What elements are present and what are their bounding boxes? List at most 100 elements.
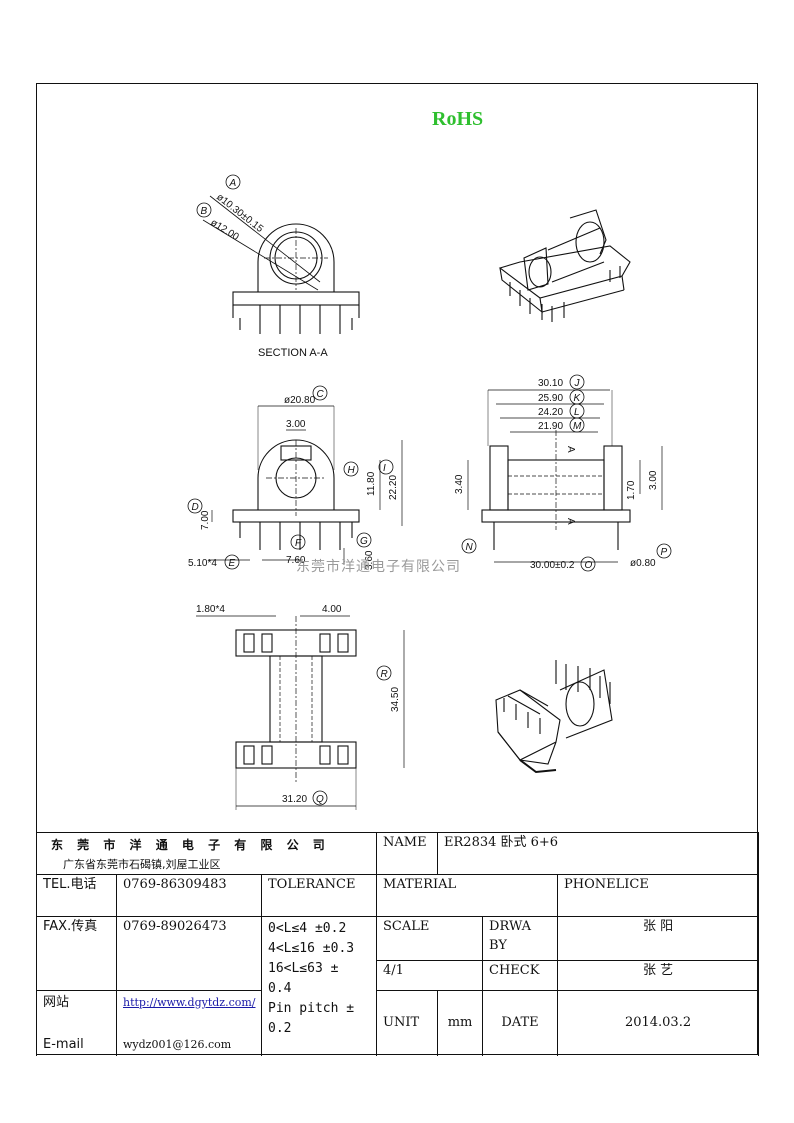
tol-line-6: 0.2 xyxy=(268,1021,292,1036)
title-block: 东 莞 市 洋 通 电 子 有 限 公 司 广东省东莞市石碣镇,刘屋工业区 NA… xyxy=(35,832,760,1055)
drawn-label-2: BY xyxy=(489,938,507,953)
section-label: SECTION A-A xyxy=(258,347,328,359)
dim-h11: 11.80 xyxy=(366,471,377,496)
dim-len25: 25.90 xyxy=(538,393,563,404)
callout-i xyxy=(378,459,394,475)
section-view xyxy=(202,195,360,334)
web-email-values: http://www.dgytdz.com/ wydz001@126.com xyxy=(116,990,262,1055)
tol-line-5: Pin pitch ± xyxy=(268,1001,355,1016)
callout-p xyxy=(656,543,672,559)
email-label: E-mail xyxy=(43,1037,84,1052)
dim-len24: 24.20 xyxy=(538,407,563,418)
callout-d-label: D xyxy=(192,502,199,513)
web-label: 网站 xyxy=(43,995,70,1010)
tolerance-values: 0<L≤4 ±0.2 4<L≤16 ±0.3 16<L≤63 ± 0.4 Pin… xyxy=(260,916,378,1055)
callout-q-label: Q xyxy=(316,794,324,805)
dim-top3120: 31.20 xyxy=(282,794,307,805)
callout-p-label: P xyxy=(661,547,668,558)
top-view xyxy=(196,615,405,810)
dim-top3450: 34.50 xyxy=(390,687,401,712)
callout-c xyxy=(312,385,328,401)
scale-value: 4/1 xyxy=(376,960,484,991)
tol-line-2: 4<L≤16 ±0.3 xyxy=(268,941,355,956)
dim-h22: 22.20 xyxy=(388,475,399,500)
callout-m xyxy=(569,417,585,433)
company-address: 广东省东莞市石碣镇,刘屋工业区 xyxy=(63,858,221,871)
tol-line-4: 0.4 xyxy=(268,981,292,996)
dim-base: 7.00 xyxy=(200,510,211,530)
rohs-mark: RoHS xyxy=(432,108,484,130)
drawing-frame xyxy=(36,83,758,1055)
front-view xyxy=(208,405,403,564)
dim-top400: 4.00 xyxy=(322,604,342,615)
fax-value: 0769-89026473 xyxy=(116,916,262,991)
iso-view-2 xyxy=(495,660,613,774)
callout-n xyxy=(461,538,477,554)
dim-side340: 3.40 xyxy=(454,474,465,494)
dim-slot: 3.00 xyxy=(286,419,306,430)
callout-k-label: K xyxy=(574,393,582,404)
name-value: ER2834 卧式 6+6 xyxy=(437,832,760,875)
callout-o-label: O xyxy=(585,560,593,571)
callout-d xyxy=(187,498,203,514)
fax-label: FAX.传真 xyxy=(36,916,117,991)
dim-span: 30.00±0.2 xyxy=(530,560,575,571)
dim-len21: 21.90 xyxy=(538,421,563,432)
unit-label: UNIT xyxy=(376,990,439,1055)
dim-pitch: 7.60 xyxy=(286,555,306,566)
company-cell: 东 莞 市 洋 通 电 子 有 限 公 司 广东省东莞市石碣镇,刘屋工业区 xyxy=(35,832,378,875)
sec-mark-top: A xyxy=(565,446,576,453)
check-label: CHECK xyxy=(482,960,559,991)
dim-side300: 3.00 xyxy=(648,470,659,490)
technical-drawing: A B ø10.30±0.15 ø12.00 SECTION A-A xyxy=(187,174,672,810)
callout-q xyxy=(312,790,328,806)
dim-c: ø20.80 xyxy=(284,395,316,406)
drawn-value: 张 阳 xyxy=(557,916,760,961)
callout-m-label: M xyxy=(573,421,582,432)
callout-h xyxy=(343,461,359,477)
check-value: 张 艺 xyxy=(557,960,760,991)
date-value: 2014.03.2 xyxy=(557,990,760,1055)
callout-a xyxy=(225,174,241,190)
callout-b-label: B xyxy=(201,206,208,217)
tol-line-3: 16<L≤63 ± xyxy=(268,961,339,976)
callout-h-label: H xyxy=(348,465,356,476)
dim-pinlen: 3.60 xyxy=(364,550,375,570)
email-value: wydz001@126.com xyxy=(123,1038,232,1051)
callout-r-label: R xyxy=(381,669,388,680)
callout-b xyxy=(196,202,212,218)
dim-top180: 1.80*4 xyxy=(196,604,225,615)
callout-n-label: N xyxy=(466,542,474,553)
tel-value: 0769-86309483 xyxy=(116,874,262,917)
tel-label: TEL.电话 xyxy=(36,874,117,917)
scale-label: SCALE xyxy=(376,916,484,961)
drawn-label-1: DRWA xyxy=(489,919,532,934)
material-label: MATERIAL xyxy=(376,874,559,917)
dim-b: ø12.00 xyxy=(208,217,241,243)
callout-j xyxy=(569,374,585,390)
website-link[interactable]: http://www.dgytdz.com/ xyxy=(123,996,256,1009)
phonelice-label: PHONELICE xyxy=(557,874,760,917)
callout-c-label: C xyxy=(317,389,325,400)
web-email-labels: 网站 E-mail xyxy=(36,990,117,1055)
callout-l-label: L xyxy=(574,407,580,418)
callout-e xyxy=(224,554,240,570)
dim-pin-d: ø0.80 xyxy=(630,558,656,569)
callout-a-label: A xyxy=(229,178,237,189)
sec-mark-bottom: A xyxy=(565,518,576,525)
date-label: DATE xyxy=(482,990,559,1055)
company-name: 东 莞 市 洋 通 电 子 有 限 公 司 xyxy=(51,838,330,852)
iso-view-1 xyxy=(498,209,631,322)
callout-g-label: G xyxy=(360,536,368,547)
callout-j-label: J xyxy=(574,378,581,389)
callout-f xyxy=(290,534,306,550)
side-view xyxy=(467,389,663,563)
name-label: NAME xyxy=(376,832,439,875)
watermark-text: 东莞市洋通电子有限公司 xyxy=(296,559,461,575)
callout-o xyxy=(580,556,596,572)
callout-r xyxy=(376,665,392,681)
dim-side170: 1.70 xyxy=(626,480,637,500)
tol-line-1: 0<L≤4 ±0.2 xyxy=(268,921,347,936)
unit-value: mm xyxy=(437,990,484,1055)
dim-pins: 5.10*4 xyxy=(188,558,217,569)
